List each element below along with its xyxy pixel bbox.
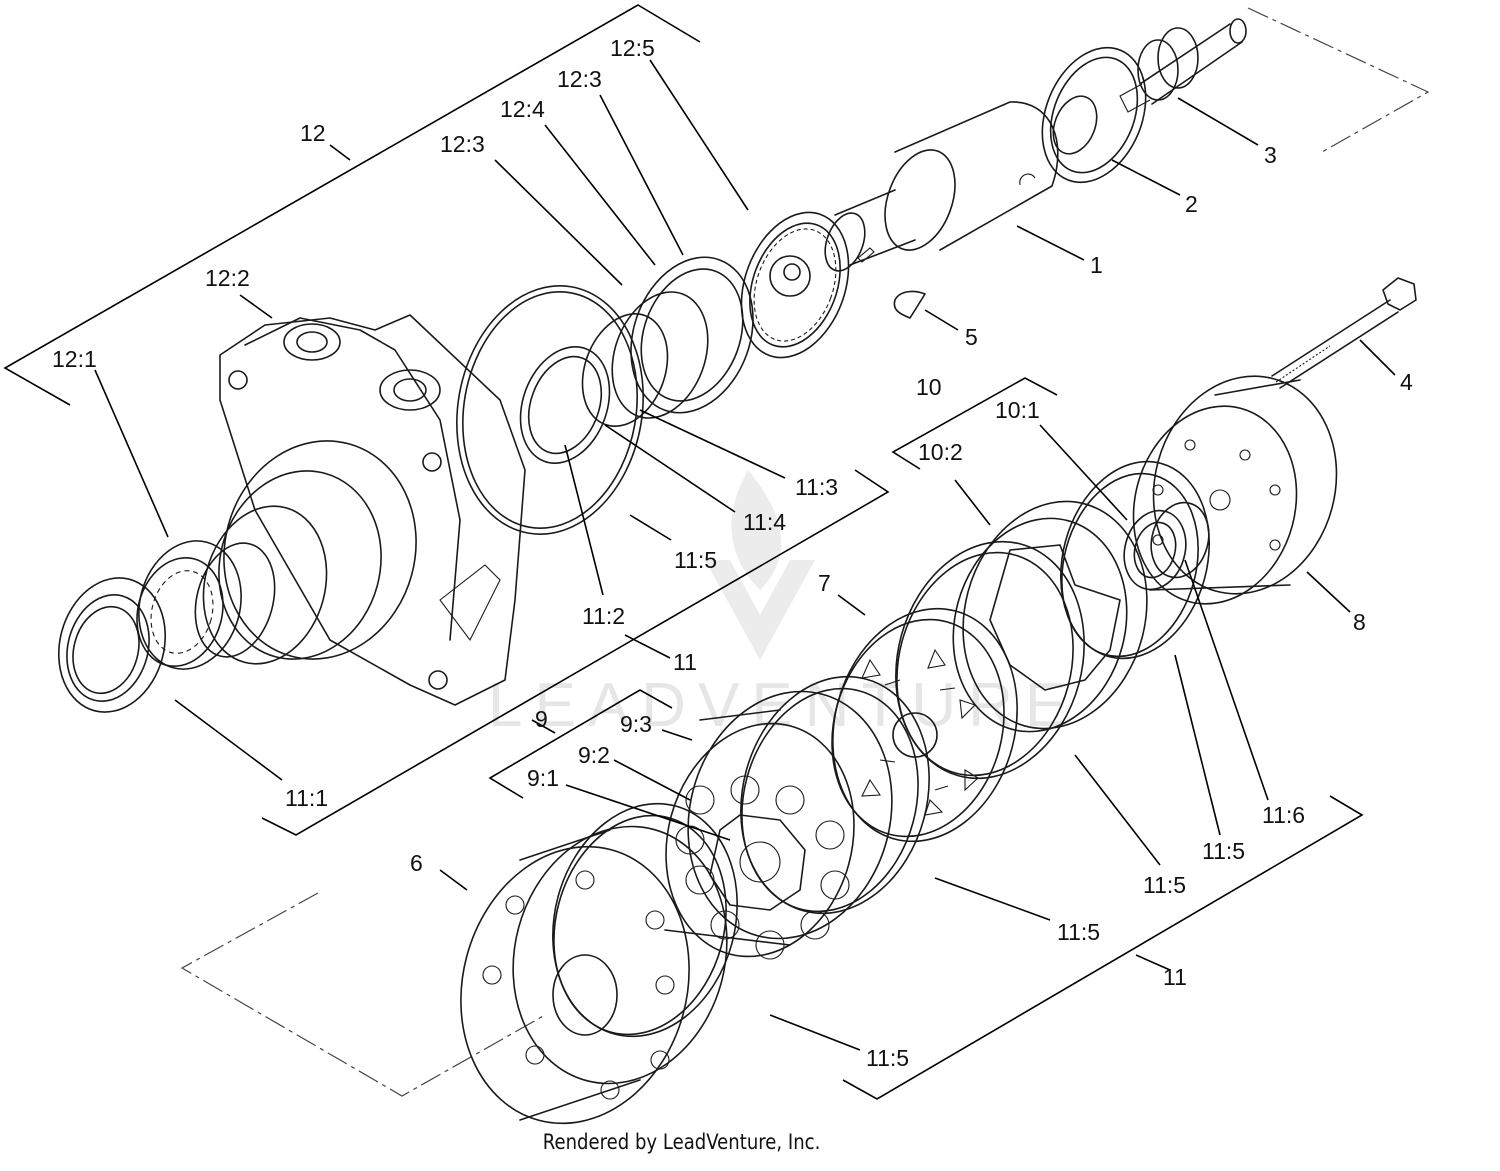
callout-label: 11:5	[866, 1045, 909, 1071]
callout-label: 11:5	[674, 547, 717, 573]
callout-label: 9:2	[578, 742, 610, 768]
part-4-bolt	[1271, 277, 1417, 389]
part-12-3-12-4-seals	[519, 256, 754, 464]
part-10-1-11-6-spacer	[1123, 501, 1210, 591]
callout-label: 10	[916, 374, 942, 400]
callout-label: 2	[1185, 191, 1198, 217]
callout-label: 5	[965, 324, 978, 350]
watermark-flame-icon	[705, 470, 815, 660]
callout-label: 11:5	[1202, 838, 1245, 864]
part-11-1-shaft-seal	[57, 577, 167, 713]
callout-label: 9	[535, 706, 548, 732]
watermark-text: LEADVENTURE	[488, 671, 1078, 740]
callout-label: 12:4	[500, 96, 545, 122]
callout-label: 8	[1353, 609, 1366, 635]
part-5-woodruff-key	[893, 290, 926, 319]
part-11-5-o-ring-upper	[456, 285, 644, 535]
assembly-axis-lines	[180, 7, 1430, 1097]
leader-lines	[94, 59, 1396, 1051]
part-1-output-shaft	[824, 101, 1059, 272]
callout-label: 11:5	[1143, 872, 1186, 898]
part-3-drive-shaft	[1119, 18, 1247, 113]
group-brackets	[3, 4, 1364, 1100]
callout-label: 4	[1400, 369, 1413, 395]
callout-label: 3	[1264, 142, 1277, 168]
callout-labels: 12 12:5 12:3 12:4 12:3 12:2 12:1 3 2 1 5…	[52, 35, 1413, 1071]
render-credit: Rendered by LeadVenture, Inc.	[542, 1130, 821, 1154]
callout-label: 11:1	[285, 785, 328, 811]
callout-label: 12:3	[557, 66, 602, 92]
callout-label: 12:1	[52, 346, 97, 372]
part-12-5-bearing	[740, 211, 850, 359]
part-6-mounting-flange	[460, 825, 728, 1125]
callout-label: 11	[1163, 964, 1187, 990]
bracket-9	[488, 689, 673, 799]
part-11-5-o-ring-lower	[740, 675, 930, 915]
part-8-end-cap	[1132, 375, 1338, 605]
bracket-11-upper	[261, 469, 890, 836]
part-7-valve-plate	[831, 607, 1018, 843]
part-11-5-o-ring-mid	[895, 540, 1085, 780]
bracket-10	[891, 377, 1058, 470]
part-12-1-needle-bearing	[136, 540, 242, 670]
bracket-11-lower	[842, 795, 1364, 1100]
callout-label: 10:1	[995, 397, 1040, 423]
callout-label: 12:2	[205, 265, 250, 291]
callout-label: 11:5	[1057, 919, 1100, 945]
callout-label: 6	[410, 850, 423, 876]
bracket-12	[3, 4, 701, 406]
callout-label: 9:3	[620, 711, 652, 737]
callout-label: 12:3	[440, 131, 485, 157]
callout-label: 9:1	[527, 765, 559, 791]
part-12-motor-housing	[194, 314, 526, 706]
callout-label: 11:3	[795, 474, 838, 500]
callout-label: 7	[818, 570, 831, 596]
callout-label: 1	[1090, 252, 1103, 278]
part-11-5-o-ring-front	[552, 802, 738, 1038]
callout-label: 11:4	[743, 509, 786, 535]
watermark: LEADVENTURE	[488, 470, 1078, 740]
callout-label: 11:6	[1262, 802, 1305, 828]
callout-label: 10:2	[918, 439, 963, 465]
part-10-gerotor-star	[952, 500, 1148, 733]
callout-label: 12:5	[610, 35, 655, 61]
callout-label: 11	[673, 649, 697, 675]
callout-label: 12	[300, 120, 326, 146]
callout-label: 11:2	[582, 603, 625, 629]
part-2-gear	[1041, 46, 1147, 184]
